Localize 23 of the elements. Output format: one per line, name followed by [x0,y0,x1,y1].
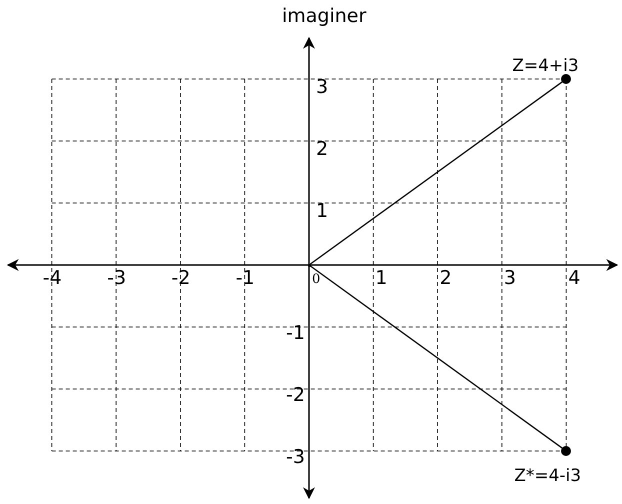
point-dot [561,446,572,456]
point-label: Z=4+i3 [512,57,579,76]
tick-label: -3 [107,268,126,289]
tick-label: 1 [316,201,328,222]
tick-label: 3 [504,268,516,289]
point-label: Z*=4-i3 [514,467,582,486]
tick-label: -2 [171,268,190,289]
tick-label: 3 [316,77,328,98]
tick-label: 2 [440,268,452,289]
point-dot [561,74,572,84]
tick-label: -1 [236,268,255,289]
tick-label: -1 [286,323,305,344]
line-segment [310,265,563,449]
tick-label: -2 [286,385,305,406]
line-segment [310,81,563,265]
tick-label: -3 [286,447,305,468]
origin-label: 0 [312,273,320,288]
tick-label: 2 [316,139,328,160]
origin-point [308,264,310,266]
tick-label: 4 [568,268,580,289]
tick-label: -4 [42,268,62,289]
tick-label: 1 [375,268,388,289]
axis-label: imaginer [282,6,366,27]
